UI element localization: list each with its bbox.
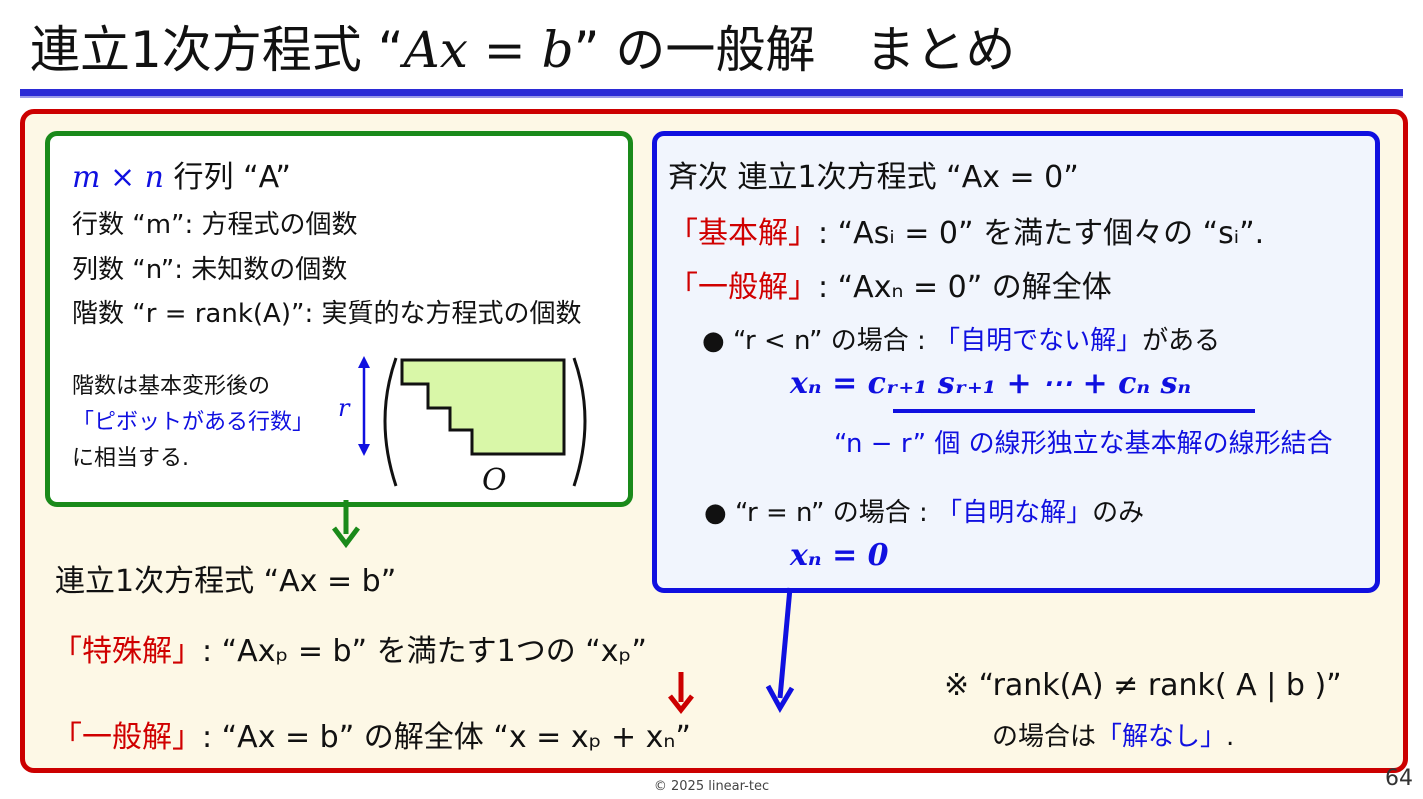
matrix-size-math: m × n [72,160,164,195]
case2-label: 「自明な解」 [936,498,1093,528]
case1-label: 「自明でない解」 [934,326,1143,356]
page-number: 64 [1385,766,1413,791]
green-down-arrow [332,500,360,549]
rows-line: 行数 “m”: 方程式の個数 [72,210,358,240]
basic-solution-label: 「基本解」 [668,216,818,251]
case1-caption: “n − r” 個 の線形独立な基本解の線形結合 [834,429,1333,459]
title-text: 連立1次方程式 “ [30,21,404,79]
title-math: Ax = b [403,21,574,79]
matrix-heading: m × n 行列 “A” [72,152,291,196]
homog-general-label: 「一般解」 [668,270,818,305]
basic-solution-text: : “Asᵢ = 0” を満たす個々の “sᵢ”. [818,216,1265,251]
homog-general-text: : “Axₙ = 0” の解全体 [818,270,1112,305]
rank-arrow-head-top [358,356,370,368]
particular-solution-text: : “Axₚ = b” を満たす1つの “xₚ” [202,634,647,669]
homog-general-line: 「一般解」: “Axₙ = 0” の解全体 [668,262,1112,306]
bullet-icon: ● [702,326,725,356]
case1-colon: : [908,326,935,356]
general-solution-text: : “Ax = b” の解全体 “x = xₚ + xₙ” [202,720,691,755]
no-solution-suffix: . [1226,722,1235,752]
general-solution-line: 「一般解」: “Ax = b” の解全体 “x = xₚ + xₙ” [52,712,691,756]
title-suffix: ” の一般解 まとめ [573,21,1016,79]
bullet-icon: ● [704,498,727,528]
page-title: 連立1次方程式 “Ax = b” の一般解 まとめ [30,18,1015,82]
basic-solution-line: 「基本解」: “Asᵢ = 0” を満たす個々の “sᵢ”. [668,208,1264,252]
red-down-arrow [668,672,694,715]
case2-colon: : [910,498,937,528]
title-underline [20,89,1403,98]
blue-down-arrow [765,587,795,714]
staircase-block [400,358,566,456]
cols-line: 列数 “n”: 未知数の個数 [72,255,348,285]
rank-arrow-head-bottom [358,444,370,456]
case2-formula: xₙ = 0 [790,538,889,573]
particular-solution-line: 「特殊解」: “Axₚ = b” を満たす1つの “xₚ” [52,626,647,670]
case-rank-equal-line: ● “r = n” の場合 : 「自明な解」のみ [704,492,1144,529]
left-paren [383,357,398,487]
case1-condition: “r < n” の場合 [732,326,909,356]
main-equation-heading: 連立1次方程式 “Ax = b” [55,564,397,599]
rank-r-label: r [338,394,351,422]
right-paren [572,357,587,487]
case2-tail: のみ [1092,498,1145,528]
case2-condition: “r = n” の場合 [734,498,911,528]
note-line-1: 階数は基本変形後の [72,374,271,399]
formula-underbrace [893,409,1255,413]
no-solution-line: の場合は「解なし」. [992,716,1234,753]
case1-formula: xₙ = cᵣ₊₁ sᵣ₊₁ + ⋯ + cₙ sₙ [790,366,1192,401]
rank-line: 階数 “r = rank(A)”: 実質的な方程式の個数 [72,299,582,329]
general-solution-label: 「一般解」 [52,720,202,755]
copyright-footer: © 2025 linear-tec [653,779,770,794]
no-solution-condition: ※ “rank(A) ≠ rank( A | b )” [944,668,1342,703]
matrix-heading-text: 行列 “A” [173,160,291,195]
homog-heading: 斉次 連立1次方程式 “Ax = 0” [668,160,1079,195]
note-line-2: 「ピボットがある行数」 [72,410,315,435]
particular-solution-label: 「特殊解」 [52,634,202,669]
case1-tail: がある [1142,326,1221,356]
case-rank-less-line: ● “r < n” の場合 : 「自明でない解」がある [702,320,1220,357]
no-solution-label: 「解なし」 [1096,722,1227,752]
no-solution-prefix: の場合は [992,722,1097,752]
homogeneous-system-box [652,131,1380,593]
echelon-matrix-diagram: r O [338,356,587,495]
note-line-3: に相当する. [72,446,189,471]
zero-block-label: O [482,463,507,495]
